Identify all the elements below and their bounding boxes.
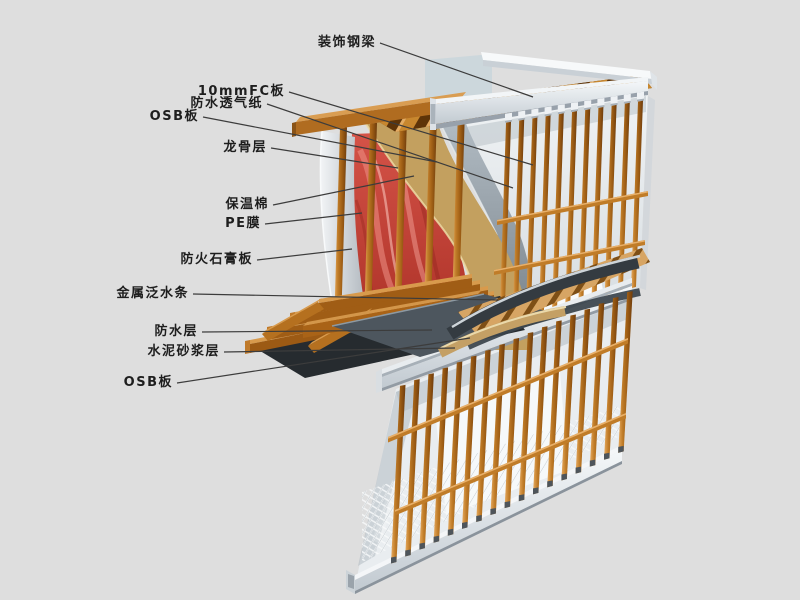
label-osb-board-upper: OSB板 bbox=[149, 109, 199, 124]
stud-frame bbox=[334, 109, 465, 328]
label-metal-flashing-strip: 金属泛水条 bbox=[116, 286, 189, 301]
label-thermal-insulation-cotton: 保温棉 bbox=[225, 197, 269, 212]
label-pe-film: PE膜 bbox=[225, 216, 261, 231]
lower-rails bbox=[388, 338, 628, 516]
roof-structure bbox=[292, 52, 657, 137]
label-fireproof-gypsum-board: 防火石膏板 bbox=[180, 252, 253, 267]
label-waterproof-breathable-membrane: 防水透气纸 bbox=[190, 96, 263, 111]
label-fc-board-10mm: 10mmFC板 bbox=[197, 84, 285, 99]
top-wood-beam bbox=[296, 97, 462, 135]
leader-lines bbox=[176, 42, 534, 384]
membrane-highlight bbox=[436, 115, 498, 236]
decorative-steel-beam-channel bbox=[430, 77, 648, 130]
upper-rails bbox=[494, 191, 648, 275]
label-osb-board-lower: OSB板 bbox=[123, 375, 173, 390]
label-decorative-steel-beam: 装饰钢梁 bbox=[317, 35, 376, 50]
gypsum-pe-sheet bbox=[320, 131, 372, 344]
label-waterproof-layer: 防水层 bbox=[154, 324, 198, 339]
floor-osb-curve bbox=[437, 306, 567, 358]
back-panel bbox=[425, 54, 492, 108]
label-stud-frame-layer: 龙骨层 bbox=[223, 140, 267, 155]
roof-fascia-cap bbox=[481, 52, 657, 90]
label-cement-mortar-layer: 水泥砂浆层 bbox=[147, 344, 220, 359]
